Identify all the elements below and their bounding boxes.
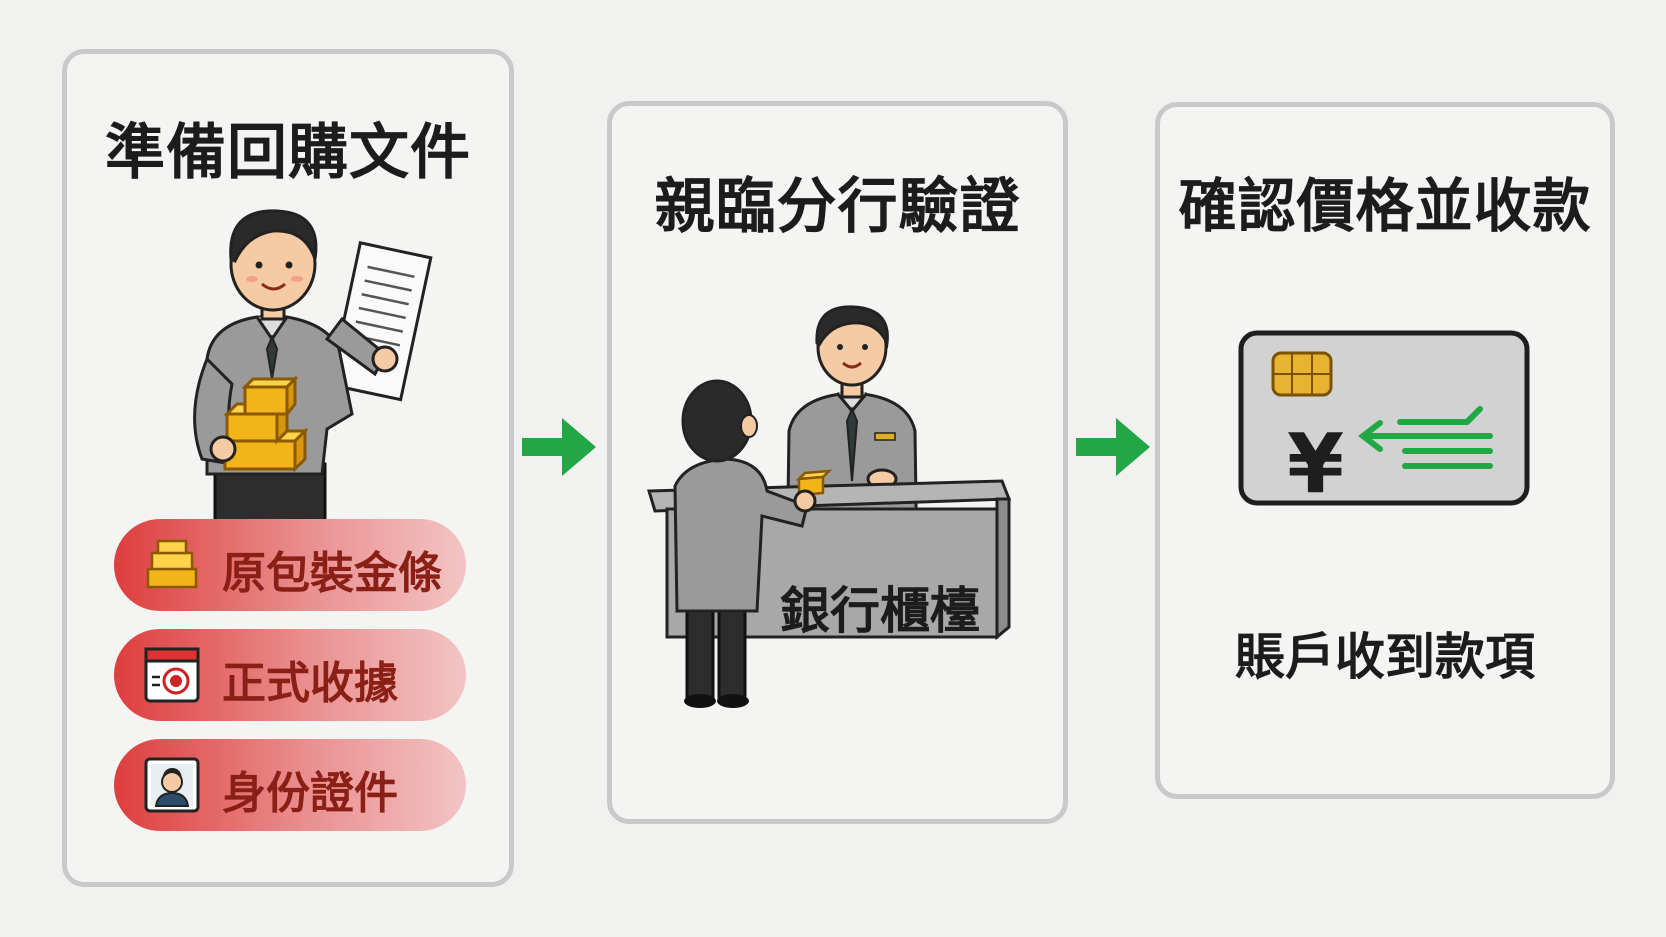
document-item-receipt: 正式收據 [114,629,466,721]
account-received-caption: 賬戶收到款項 [1235,628,1535,686]
arrow-right-icon [522,418,596,476]
step-panel-branch-verification: 親臨分行驗證 銀行櫃檯 [607,101,1068,824]
step-title: 準備回購文件 [105,118,471,188]
document-item-gold-bar: 原包裝金條 [114,519,466,611]
receipt-icon [144,647,200,703]
bank-counter-illustration [647,305,1012,708]
step-title: 確認價格並收款 [1178,172,1592,240]
id-card-icon [144,757,200,813]
step-title: 親臨分行驗證 [654,172,1021,242]
document-item-id-card: 身份證件 [114,739,466,831]
gold-bar-icon [146,539,198,589]
yen-symbol: ¥ [1287,417,1345,512]
document-label: 正式收據 [222,658,398,709]
document-label: 原包裝金條 [222,548,442,599]
step-panel-prepare-documents: 準備回購文件 [62,49,514,887]
bank-counter-label: 銀行櫃檯 [780,582,980,640]
bank-card-icon [1238,330,1530,506]
arrow-right-icon [1076,418,1150,476]
document-label: 身份證件 [222,768,398,819]
step-panel-confirm-price-payment: 確認價格並收款 ¥ 賬戶收到款項 [1155,102,1615,799]
customer-holding-gold-illustration [193,209,433,529]
